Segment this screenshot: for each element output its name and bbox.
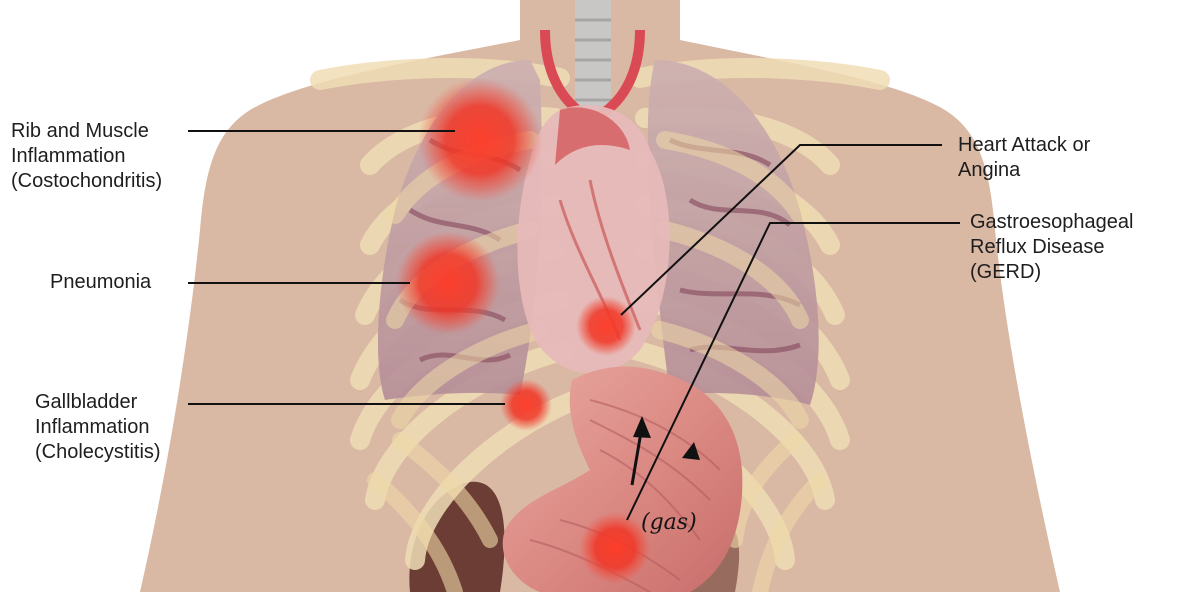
label-heart-attack-line-1: Heart Attack or xyxy=(958,133,1090,158)
label-heart-attack: Heart Attack or Angina xyxy=(958,133,1090,183)
label-gerd-line-1: Gastroesophageal xyxy=(970,210,1133,235)
pain-spot-heart xyxy=(576,296,636,356)
label-gerd-line-3: (GERD) xyxy=(970,260,1133,285)
gas-text: (gas) xyxy=(641,510,697,535)
label-rib-muscle: Rib and Muscle Inflammation (Costochondr… xyxy=(11,119,162,194)
label-heart-attack-line-2: Angina xyxy=(958,158,1090,183)
label-rib-muscle-line-1: Rib and Muscle xyxy=(11,119,162,144)
pain-spot-pneumonia xyxy=(396,231,500,335)
label-rib-muscle-line-3: (Costochondritis) xyxy=(11,169,162,194)
label-gallbladder: Gallbladder Inflammation (Cholecystitis) xyxy=(35,390,161,465)
label-gallbladder-line-1: Gallbladder xyxy=(35,390,161,415)
label-rib-muscle-line-2: Inflammation xyxy=(11,144,162,169)
pain-spot-gallbladder xyxy=(500,379,552,431)
label-pneumonia: Pneumonia xyxy=(50,270,151,295)
label-gallbladder-line-2: Inflammation xyxy=(35,415,161,440)
pain-spot-ribs xyxy=(418,78,542,202)
label-gerd: Gastroesophageal Reflux Disease (GERD) xyxy=(970,210,1133,285)
label-gerd-line-2: Reflux Disease xyxy=(970,235,1133,260)
label-pneumonia-line-1: Pneumonia xyxy=(50,270,151,295)
label-gallbladder-line-3: (Cholecystitis) xyxy=(35,440,161,465)
